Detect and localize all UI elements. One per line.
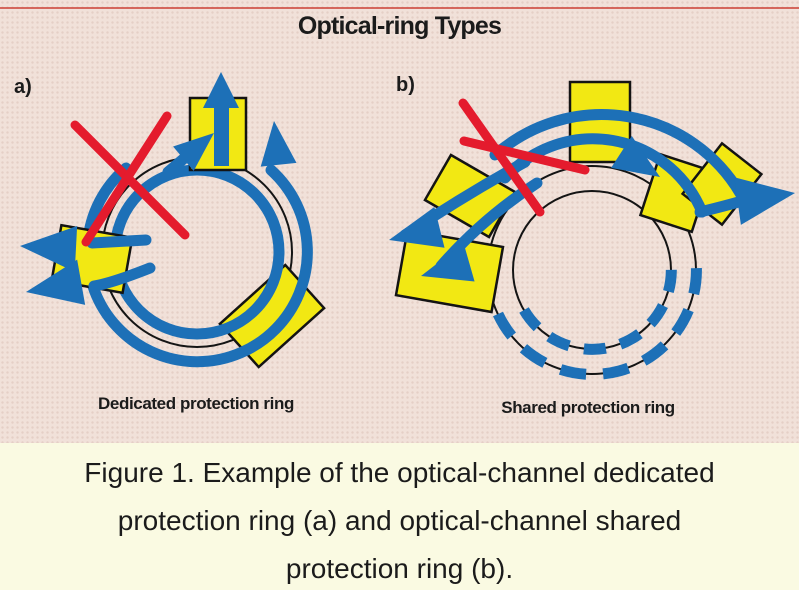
add-drop-arrow-icon [203, 72, 239, 166]
panel-b-label: b) [396, 74, 415, 96]
protection-dashed-arc [493, 260, 702, 380]
panel-b-diagram [389, 80, 795, 380]
traffic-arrow-icon [611, 136, 660, 177]
traffic-arrow-icon [162, 133, 214, 178]
drop-arrow-southwest-icon [26, 259, 156, 305]
panel-a-diagram [20, 72, 326, 369]
pass-through-arrow-icon [694, 177, 795, 225]
fiber-cut-x-icon [70, 111, 190, 247]
panel-b-caption: Shared protection ring [501, 398, 675, 417]
figure-title: Optical-ring Types [297, 12, 502, 40]
drop-arrow-west-icon [20, 225, 152, 272]
diagram-area: Optical-ring Types a) b) [0, 0, 799, 443]
panel-a-label: a) [14, 76, 32, 98]
ring-diagrams-canvas [20, 72, 795, 380]
top-rule [0, 7, 799, 9]
fiber-cut-x-icon [458, 98, 590, 217]
figure-caption: Figure 1. Example of the optical-channel… [0, 443, 799, 590]
figure-caption-line: protection ring (b). [285, 553, 514, 584]
node-north [568, 80, 632, 164]
figure-caption-line: protection ring (a) and optical-channel … [117, 505, 682, 536]
panel-a-caption: Dedicated protection ring [98, 394, 294, 413]
working-arc [489, 109, 746, 199]
protection-dashed-arc [519, 255, 677, 355]
traffic-arrow-icon [260, 121, 297, 167]
figure-caption-line: Figure 1. Example of the optical-channel… [84, 457, 715, 488]
